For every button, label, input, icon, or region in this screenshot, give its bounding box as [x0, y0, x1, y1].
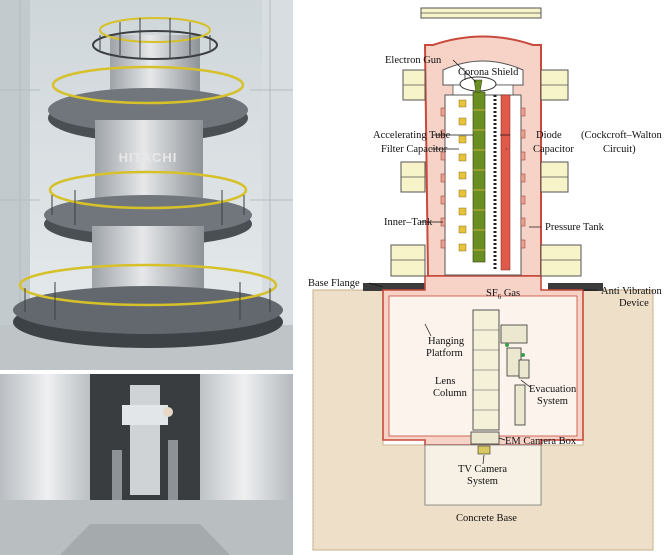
hvem-basement-photo — [0, 374, 293, 555]
label-electron-gun: Electron Gun — [385, 55, 442, 66]
label-anti-vibration-2: Device — [619, 298, 649, 309]
cw-capacitor — [500, 94, 511, 271]
label-cockcroft-walton-1: (Cockcroft–Walton — [581, 130, 663, 141]
microscope-photographs: HITACHI H-3000 — [0, 0, 293, 555]
hvem-cross-section-diagram: Electron Gun Corona Shield Accelerating … — [308, 7, 663, 551]
label-cockcroft-walton-2: Circuit) — [603, 144, 636, 155]
brand-logo-text: HITACHI — [119, 150, 178, 165]
label-em-camera-box: EM Camera Box — [505, 436, 577, 447]
electron-gun — [473, 79, 483, 93]
label-concrete-base: Concrete Base — [456, 513, 517, 524]
label-anti-vibration-1: Anti Vibration — [601, 286, 662, 297]
label-filter-capacitor: Filter Capacitor — [381, 144, 448, 155]
label-corona-shield: Corona Shield — [458, 67, 519, 78]
diagram-labels: Electron Gun Corona Shield Accelerating … — [308, 55, 663, 524]
label-pressure-tank: Pressure Tank — [545, 222, 605, 233]
label-lens-1: Lens — [435, 376, 455, 387]
em-camera-box — [470, 431, 500, 445]
label-hanging-1: Hanging — [428, 336, 465, 347]
label-accelerating-tube: Accelerating Tube — [373, 130, 451, 141]
label-tv-camera-1: TV Camera — [458, 464, 507, 475]
accelerating-tube — [472, 91, 486, 263]
label-inner-tank: Inner–Tank — [384, 217, 433, 228]
tv-camera — [477, 445, 491, 455]
label-capacitor: Capacitor — [533, 144, 574, 155]
base-flange-left — [363, 283, 428, 291]
label-diode: Diode — [536, 130, 562, 141]
label-evacuation-1: Evacuation — [529, 384, 577, 395]
label-sf6-gas: SF6 Gas — [486, 288, 520, 301]
inner-tank-ribs — [440, 107, 526, 249]
label-hanging-2: Platform — [426, 348, 463, 359]
base-flange-right — [548, 283, 603, 291]
filter-capacitor — [458, 99, 467, 252]
label-tv-camera-2: System — [467, 476, 498, 487]
label-base-flange: Base Flange — [308, 278, 360, 289]
label-lens-2: Column — [433, 388, 468, 399]
label-evacuation-2: System — [537, 396, 568, 407]
hvem-exterior-photo: HITACHI H-3000 — [0, 0, 293, 370]
evacuation-system — [500, 324, 530, 426]
